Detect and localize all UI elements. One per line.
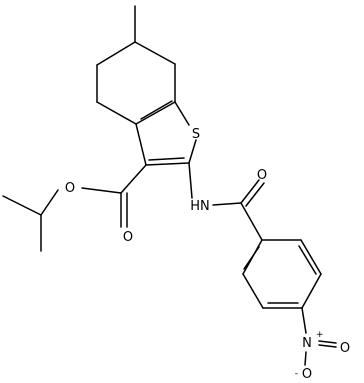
nitro-double-oxygen-label: O [340,341,350,356]
ester-carbonyl-oxygen-label: O [123,230,133,245]
nitro-single-oxygen-label: O [302,367,312,382]
atom-labels: S O O O HN N + O O - [65,127,350,382]
nitro-oxygen-charge: - [295,369,298,379]
sulfur-label: S [192,127,200,142]
amide-oxygen-label: O [257,168,267,183]
amide-nh-label: HN [190,199,210,214]
ester-ether-oxygen-label: O [65,181,75,196]
bonds [2,5,337,366]
nitro-nitrogen-label: N [302,336,312,351]
nitro-nitrogen-charge: + [316,330,324,340]
